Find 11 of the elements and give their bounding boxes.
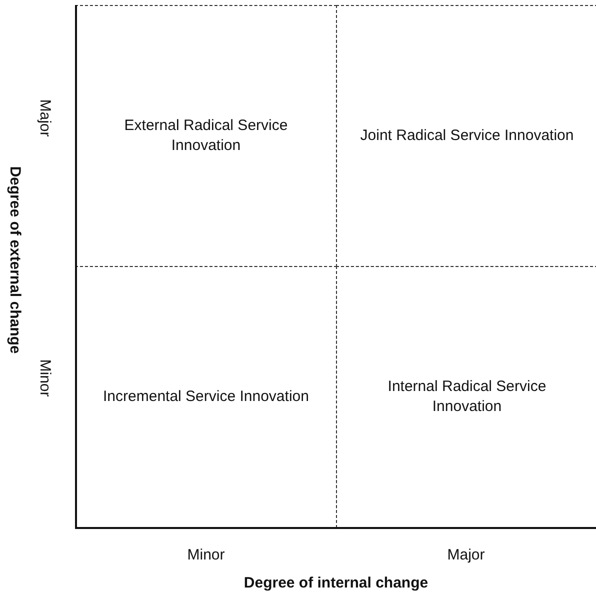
- axis-title: Degree of internal change: [244, 574, 428, 592]
- axis-tick-label: Minor: [187, 546, 225, 564]
- axis-title: Degree of external change: [6, 166, 24, 354]
- quadrant-label: External Radical Service Innovation: [123, 116, 289, 156]
- axis-tick-label: Major: [36, 99, 54, 137]
- quadrant-label: Internal Radical Service Innovation: [386, 377, 548, 417]
- quadrant-label: Incremental Service Innovation: [103, 387, 309, 407]
- quadrant-label: Joint Radical Service Innovation: [360, 126, 574, 146]
- quadrant: [336, 5, 596, 267]
- axis-tick-label: Minor: [36, 359, 54, 397]
- axis-tick-label: Major: [447, 546, 485, 564]
